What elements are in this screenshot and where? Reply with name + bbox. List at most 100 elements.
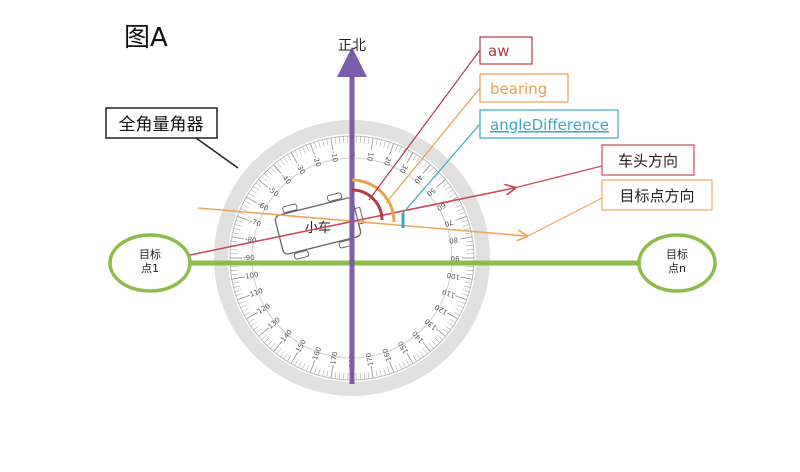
protractor-tick: [287, 154, 292, 161]
protractor-tick: [458, 212, 466, 216]
protractor-tick: [283, 353, 288, 360]
protractor-tick: [387, 367, 390, 375]
protractor-tick: [242, 204, 249, 208]
car-wheel: [282, 203, 298, 213]
bearing-leader: [385, 87, 481, 204]
protractor-tick: [240, 208, 248, 212]
protractor-tick: [456, 304, 464, 308]
protractor-tick: [242, 308, 249, 312]
protractor-tick: [455, 204, 462, 208]
protractor-tick: [416, 353, 421, 360]
protractor-number: 90: [451, 254, 460, 262]
protractor-tick: [230, 269, 238, 272]
heading-label-box: [601, 144, 695, 176]
protractor-tick: [246, 196, 257, 204]
protractor-tick: [244, 200, 251, 205]
protractor-tick: [246, 312, 257, 320]
protractor-number: -20: [311, 154, 322, 167]
protractor-tick: [405, 359, 410, 366]
protractor-number: 10: [365, 151, 374, 161]
protractor-tick: [255, 328, 262, 334]
protractor-number: 100: [446, 271, 461, 281]
protractor-tick: [389, 361, 395, 373]
protractor-tick: [367, 137, 370, 145]
protractor-tick: [318, 140, 321, 148]
protractor-tick: [338, 136, 341, 144]
protractor-tick: [290, 353, 298, 364]
protractor-tick: [375, 138, 378, 146]
protractor-tick: [428, 167, 434, 173]
protractor-tick: [270, 343, 276, 349]
protractor-tick: [231, 273, 239, 276]
protractor-number: 70: [443, 217, 454, 228]
target-direction-label-box: [601, 179, 713, 211]
protractor-tick: [298, 361, 302, 368]
protractor-tick: [447, 322, 454, 327]
protractor-tick: [460, 276, 473, 280]
protractor-tick: [330, 366, 334, 379]
protractor-tick: [253, 186, 260, 191]
protractor-tick: [334, 371, 337, 379]
protractor-tick: [363, 136, 366, 144]
protractor-tick: [244, 311, 251, 316]
protractor-tick: [273, 164, 282, 175]
protractor-tick: [276, 348, 282, 355]
protractor-number: -80: [244, 235, 257, 245]
protractor-number: 30: [398, 163, 409, 175]
protractor-tick: [453, 311, 460, 316]
target-point-1-label: 目标点1: [139, 247, 161, 275]
protractor-tick: [238, 300, 246, 304]
protractor-tick: [309, 143, 315, 155]
protractor-tick: [422, 341, 431, 352]
protractor-tick: [314, 141, 317, 149]
protractor-tick: [422, 348, 428, 355]
car-wheel: [326, 192, 343, 202]
protractor-tick: [306, 144, 310, 152]
protractor-number: -90: [243, 254, 254, 262]
aw-arc: [351, 188, 384, 221]
protractor-tick: [234, 289, 242, 292]
protractor-tick: [276, 161, 282, 168]
protractor-tick: [250, 322, 257, 327]
protractor-label: 全角量角器: [119, 115, 204, 135]
protractor-tick: [465, 273, 473, 276]
protractor-tick: [258, 179, 269, 188]
protractor-tick: [456, 208, 464, 212]
protractor-tick: [455, 295, 467, 301]
protractor-tick: [419, 159, 424, 166]
protractor-tick: [383, 140, 386, 148]
protractor-tick: [233, 285, 241, 288]
protractor-tick: [466, 269, 474, 272]
protractor-tick: [294, 150, 299, 157]
target-direction-line: [197, 207, 526, 236]
protractor-number: 50: [425, 186, 437, 198]
protractor-tick: [431, 170, 437, 176]
protractor-tick: [280, 350, 285, 357]
protractor-tick: [250, 189, 257, 194]
protractor-tick: [363, 372, 366, 380]
protractor-tick: [447, 312, 458, 320]
protractor-tick: [258, 328, 269, 337]
protractor-tick: [370, 366, 374, 379]
protractor-tick: [322, 139, 325, 147]
protractor-tick: [367, 371, 370, 379]
protractor-number: -10: [329, 150, 339, 163]
protractor-tick: [248, 318, 255, 323]
protractor-tick: [398, 362, 402, 370]
protractor-tick: [462, 224, 470, 227]
protractor-tick: [462, 289, 470, 292]
protractor-tick: [231, 240, 239, 243]
protractor-tick: [389, 143, 395, 155]
protractor-callout-line: [195, 137, 239, 169]
protractor-tick: [233, 228, 241, 231]
protractor-tick: [435, 179, 446, 188]
protractor-tick: [240, 304, 248, 308]
protractor-tick: [444, 325, 451, 330]
protractor-tick: [290, 152, 298, 163]
protractor-tick: [283, 156, 288, 163]
legend-angle-difference-label: angleDifference: [490, 116, 609, 134]
protractor-tick: [464, 281, 472, 284]
protractor-tick: [461, 220, 469, 223]
protractor-tick: [465, 240, 473, 243]
protractor-tick: [273, 341, 282, 352]
